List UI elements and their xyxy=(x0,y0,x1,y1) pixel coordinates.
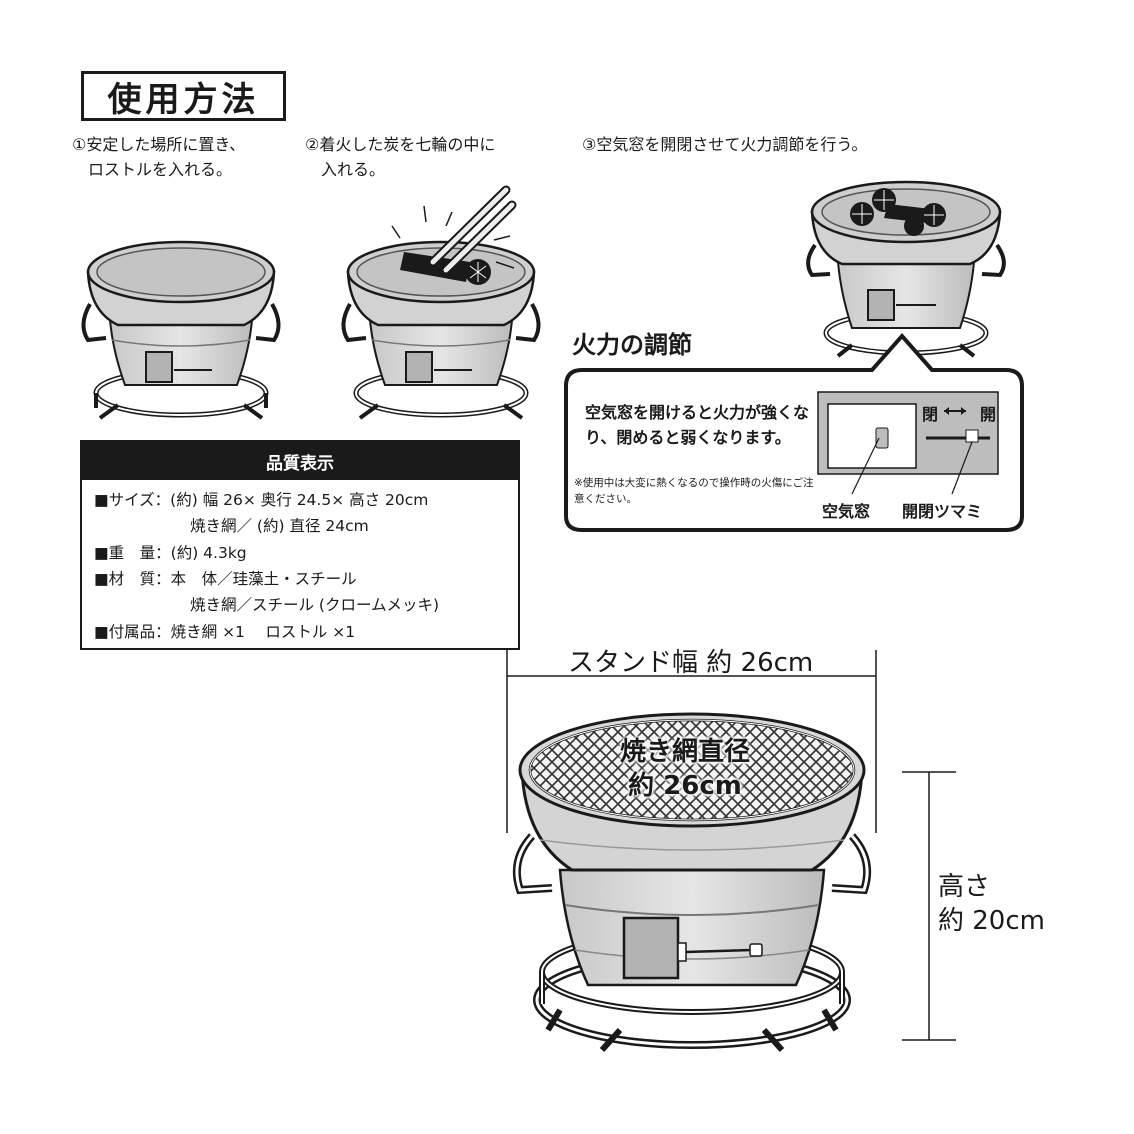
quality-material: ■材 質：本 体／珪藻土・スチール xyxy=(94,570,357,588)
open-label: 開 xyxy=(980,405,997,424)
step-1-text: ①安定した場所に置き、 ロストルを入れる。 xyxy=(72,135,246,179)
stand-width-label: スタンド幅 約 26cm xyxy=(568,648,814,678)
quality-material-net: 焼き網／スチール (クロームメッキ) xyxy=(190,596,440,614)
stove-illustration-step2 xyxy=(341,185,541,420)
stove-illustration-step1 xyxy=(81,240,281,420)
height-label-line1: 高さ xyxy=(938,872,991,902)
height-label: 高さ 約 20cm xyxy=(938,870,1045,938)
quality-accessories: ■付属品：焼き網 ×1 ロストル ×1 xyxy=(94,623,356,641)
air-window-label: 空気窓 xyxy=(822,502,871,521)
quality-size: ■サイズ：(約) 幅 26× 奥行 24.5× 高さ 20cm xyxy=(94,491,429,509)
large-stove-illustration xyxy=(513,712,871,1053)
knob-label: 開閉ツマミ xyxy=(902,502,983,521)
quality-heading: 品質表示 xyxy=(82,442,518,480)
page-title: 使用方法 xyxy=(81,71,286,121)
step-3-text: ③空気窓を開閉させて火力調節を行う。 xyxy=(582,135,868,154)
quality-label-box: 品質表示 ■サイズ：(約) 幅 26× 奥行 24.5× 高さ 20cm 焼き網… xyxy=(80,440,520,650)
heat-control-callout xyxy=(564,332,1024,532)
quality-weight: ■重 量：(約) 4.3kg xyxy=(94,544,247,562)
closed-label: 閉 xyxy=(922,405,939,424)
dimension-lines xyxy=(506,650,956,1041)
grill-net-diameter-label: 焼き網直径 約 26cm xyxy=(600,735,770,803)
height-label-line2: 約 20cm xyxy=(938,906,1045,936)
heat-control-title: 火力の調節 xyxy=(572,331,692,359)
step-2-text: ②着火した炭を七輪の中に 入れる。 xyxy=(305,135,496,179)
grill-net-label-line1: 焼き網直径 xyxy=(619,737,750,767)
grill-net-label-line2: 約 26cm xyxy=(628,771,742,801)
heat-control-note: ※使用中は大変に熱くなるので操作時の火傷にご注意ください。 xyxy=(574,477,814,505)
stove-illustration-step3 xyxy=(806,180,1006,358)
quality-size-net: 焼き網／ (約) 直径 24cm xyxy=(190,517,369,535)
heat-control-text: 空気窓を開けると火力が強くなり、閉めると弱くなります。 xyxy=(585,403,810,447)
